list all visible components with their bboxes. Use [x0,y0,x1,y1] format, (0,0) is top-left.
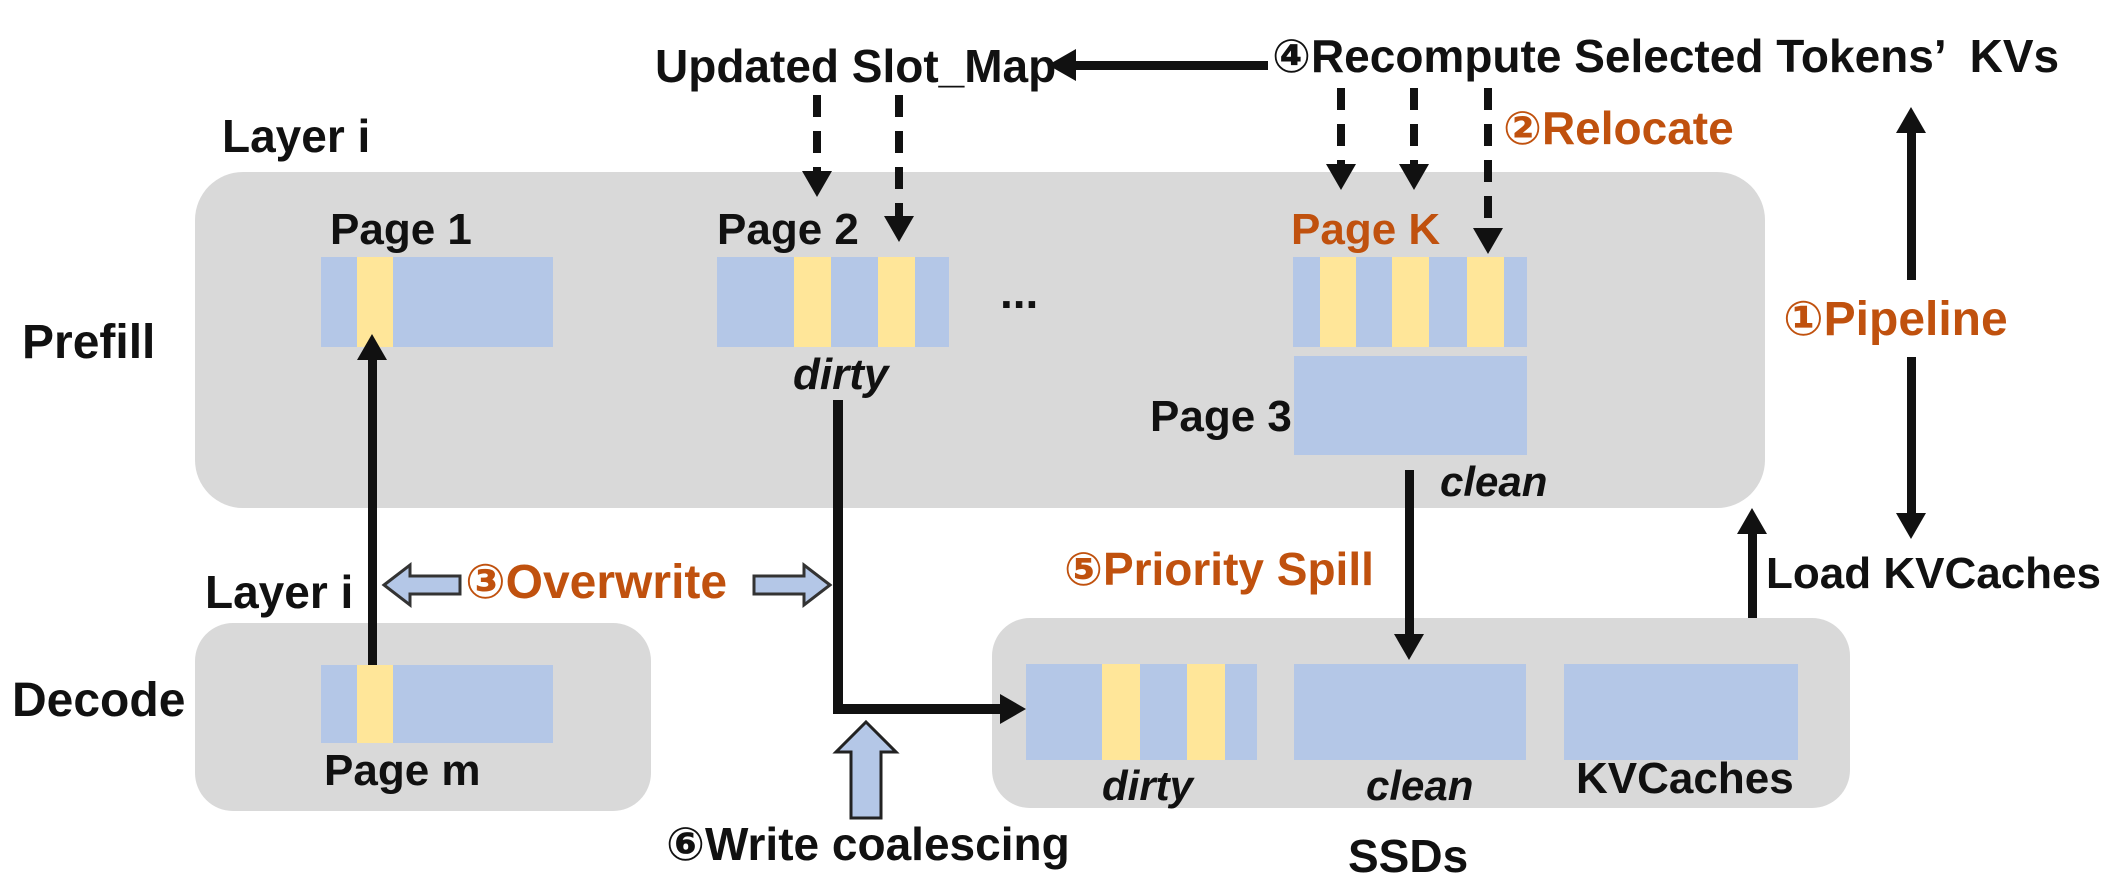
priority-spill-label: ⑤Priority Spill [1064,543,1374,595]
token-segment [915,257,949,347]
ssds-label: SSDs [1348,830,1469,882]
page1-label: Page 1 [330,205,472,254]
updated-slot-map-label: Updated Slot_Map [655,40,1057,92]
ssd-dirty-label: dirty [1102,762,1194,809]
recompute-arrow-1 [1337,88,1345,164]
pagem-label: Page m [324,746,481,795]
pagem-bar [321,665,553,743]
page3-clean-label: clean [1440,458,1548,505]
decode-to-prefill-arrowhead [357,334,387,360]
decode-row-label: Decode [12,674,186,727]
pagek-bar [1293,257,1527,347]
dirty-token-segment [1102,664,1141,760]
recompute-to-slotmap-arrowhead [1048,49,1076,81]
load-kvcaches-arrowhead [1737,508,1767,534]
token-segment [321,665,357,743]
slotmap-update-arrowhead-2 [884,216,914,242]
dirty-token-segment [793,257,831,347]
load-kvcaches-arrow [1748,534,1757,618]
pipeline-up-arrow [1907,133,1916,280]
token-segment [1140,664,1187,760]
dirty-token-segment [1186,664,1225,760]
token-segment [1428,257,1468,347]
token-segment [1503,257,1527,347]
overwrite-block-arrow-left [381,561,462,609]
token-segment [717,257,794,347]
pagek-label: Page K [1291,205,1441,254]
ssd-kvcaches-bar [1564,664,1798,760]
decode-to-prefill-arrow [368,360,377,665]
overwrite-block-arrow-right [752,561,833,609]
pipeline-down-arrowhead [1896,513,1926,539]
token-segment [830,257,879,347]
overwrite-label: ③Overwrite [465,556,728,609]
pipeline-label: ①Pipeline [1783,293,2008,346]
dirty-spill-arrow-horizontal [833,704,1000,714]
page2-label: Page 2 [717,205,859,254]
token-segment [1294,356,1527,455]
token-segment [392,665,553,743]
page2-bar [717,257,949,347]
dirty-token-segment [1467,257,1504,347]
token-segment [1564,664,1798,760]
dirty-token-segment [878,257,916,347]
layer-i-top-label: Layer i [222,110,371,162]
slotmap-update-arrow-2 [895,95,903,216]
ssd-clean-bar [1294,664,1526,760]
ssd-clean-label: clean [1366,762,1474,809]
dirty-token-segment [1392,257,1429,347]
load-kvcaches-label: Load KVCaches [1766,549,2101,598]
dirty-spill-arrow-vertical [833,400,843,714]
slotmap-update-arrow-1 [813,95,821,171]
recompute-arrowhead-2 [1399,164,1429,190]
page1-bar [321,257,553,347]
pipeline-up-arrowhead [1896,107,1926,133]
recompute-arrowhead-1 [1326,164,1356,190]
prefill-row-label: Prefill [22,316,156,369]
token-segment [1224,664,1257,760]
token-segment [1026,664,1103,760]
write-coalescing-block-arrow [832,719,900,820]
dirty-spill-arrowhead [1000,694,1026,724]
page3-label: Page 3 [1150,392,1292,441]
layer-i-mid-label: Layer i [205,566,354,618]
dirty-token-segment [1319,257,1357,347]
page2-dirty-label: dirty [793,350,889,399]
page3-bar [1294,356,1527,455]
write-coalescing-label: ⑥Write coalescing [666,818,1070,870]
relocate-arrowhead [1473,228,1503,254]
priority-spill-arrowhead [1394,634,1424,660]
token-segment [1293,257,1320,347]
token-segment [321,257,357,347]
pages-ellipsis: ... [1000,266,1039,318]
dirty-token-segment [356,665,393,743]
relocate-label: ②Relocate [1503,102,1734,154]
pipeline-down-arrow [1907,357,1916,513]
token-segment [1294,664,1526,760]
priority-spill-arrow [1405,470,1414,634]
ssd-dirty-bar [1026,664,1257,760]
dirty-token-segment [356,257,393,347]
recompute-label: ④Recompute Selected Tokens’ KVs [1272,30,2060,82]
recompute-to-slotmap-arrow [1076,61,1268,70]
recompute-arrow-2 [1410,88,1418,164]
slotmap-update-arrowhead-1 [802,171,832,197]
ssd-kvcaches-label: KVCaches [1576,754,1794,803]
token-segment [392,257,553,347]
token-segment [1356,257,1393,347]
relocate-arrow [1484,88,1492,228]
